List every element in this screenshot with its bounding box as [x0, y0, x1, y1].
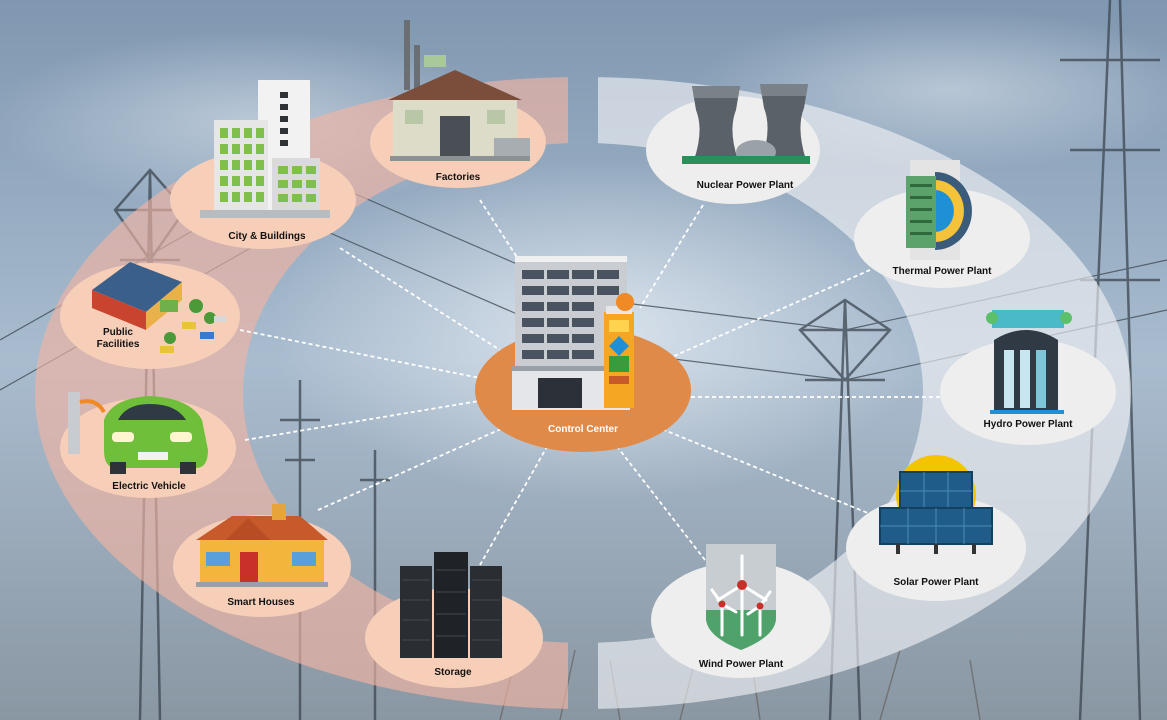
city-buildings-label: City & Buildings: [228, 231, 306, 242]
public-facilities-label-line2: Facilities: [97, 339, 140, 350]
solar-plant-node[interactable]: [846, 455, 1026, 601]
public-facilities-icon: [92, 262, 226, 353]
wind-plant-icon: [706, 544, 776, 650]
city-buildings-node[interactable]: [170, 80, 356, 249]
thermal-plant-node[interactable]: [854, 160, 1030, 288]
city-buildings-icon: [200, 80, 330, 218]
connectors: [239, 199, 940, 566]
factories-node[interactable]: [370, 20, 546, 188]
connector-storage: [479, 444, 549, 566]
wind-plant-label: Wind Power Plant: [699, 659, 784, 670]
smart-houses-node[interactable]: [173, 504, 351, 617]
electric-vehicle-icon: [68, 392, 208, 474]
wind-plant-node[interactable]: [651, 544, 831, 678]
smart-house-icon: [196, 504, 328, 587]
nuclear-plant-label: Nuclear Power Plant: [697, 180, 794, 191]
factories-label: Factories: [436, 172, 481, 183]
public-facilities-node[interactable]: Public Facilities: [60, 262, 240, 369]
control-center-building-icon: [512, 256, 634, 410]
connector-wind: [611, 439, 706, 561]
hydro-plant-label: Hydro Power Plant: [984, 419, 1074, 430]
smart-houses-label: Smart Houses: [227, 597, 295, 608]
connector-public: [239, 329, 481, 379]
server-storage-icon: [400, 552, 502, 658]
connector-solar: [651, 424, 881, 519]
connector-ev: [244, 399, 486, 441]
thermal-plant-label: Thermal Power Plant: [893, 266, 993, 277]
connector-city: [339, 247, 501, 351]
connector-thermal: [664, 269, 871, 361]
control-center-label: Control Center: [548, 424, 618, 435]
consumer-band: [35, 77, 568, 709]
thermal-plant-icon: [906, 160, 972, 260]
public-facilities-label-line1: Public: [103, 327, 133, 338]
storage-node[interactable]: [365, 552, 543, 688]
storage-label: Storage: [434, 667, 472, 678]
hydro-plant-icon: [986, 310, 1072, 414]
nuclear-plant-icon: [682, 84, 810, 164]
electric-vehicle-node[interactable]: [60, 392, 236, 498]
nuclear-plant-node[interactable]: [646, 84, 820, 204]
connector-nuclear: [639, 204, 704, 309]
factory-icon: [388, 20, 530, 161]
electric-vehicle-label: Electric Vehicle: [112, 481, 186, 492]
hydro-plant-node[interactable]: [940, 310, 1116, 445]
control-center-node[interactable]: Control Center: [475, 256, 691, 452]
solar-plant-icon: [879, 455, 993, 554]
solar-plant-label: Solar Power Plant: [893, 577, 979, 588]
